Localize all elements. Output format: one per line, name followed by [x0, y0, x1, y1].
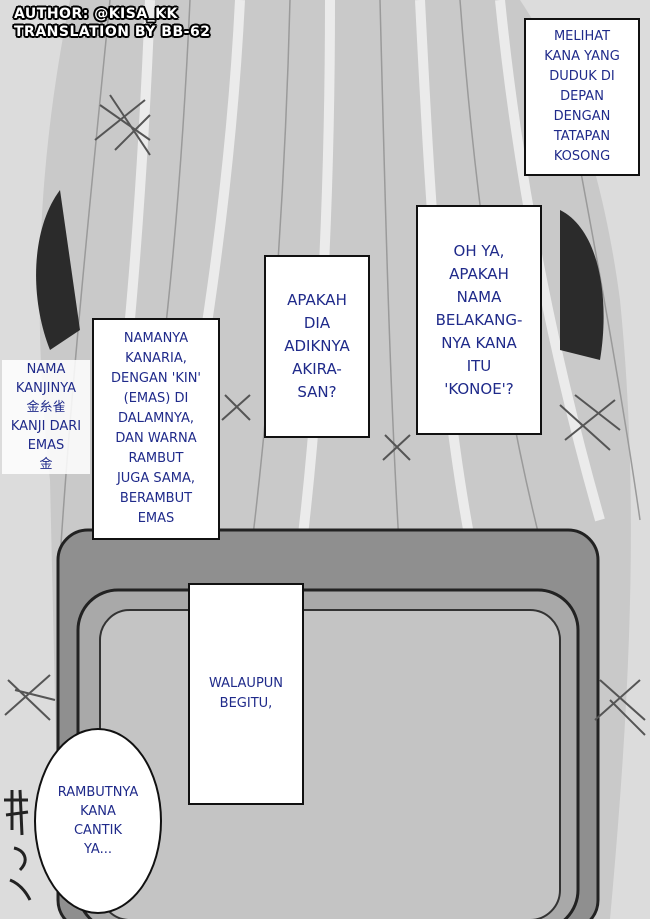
caption-melihat-text: MELIHAT KANA YANG DUDUK DI DEPAN DENGAN …	[544, 29, 620, 164]
speech-bubble: RAMBUTNYA KANA CANTIK YA...	[34, 728, 162, 914]
caption-walaupun-text: WALAUPUN BEGITU,	[208, 676, 284, 711]
caption-apakah-dia: APAKAH DIA ADIKNYA AKIRA- SAN?	[264, 255, 370, 438]
author-credit: AUTHOR: @KISA_KK	[14, 6, 178, 22]
translator-note: NAMA KANJINYA 金糸雀 KANJI DARI EMAS 金	[2, 360, 90, 474]
speech-bubble-text: RAMBUTNYA KANA CANTIK YA...	[57, 785, 139, 857]
translation-credit: TRANSLATION BY BB-62	[14, 24, 211, 40]
caption-oh-ya-text: OH YA, APAKAH NAMA BELAKANG- NYA KANA IT…	[435, 241, 523, 398]
caption-melihat: MELIHAT KANA YANG DUDUK DI DEPAN DENGAN …	[524, 18, 640, 176]
caption-oh-ya: OH YA, APAKAH NAMA BELAKANG- NYA KANA IT…	[416, 205, 542, 435]
caption-namanya: NAMANYA KANARIA, DENGAN 'KIN' (EMAS) DI …	[92, 318, 220, 540]
caption-walaupun: WALAUPUN BEGITU,	[188, 583, 304, 805]
caption-apakah-dia-text: APAKAH DIA ADIKNYA AKIRA- SAN?	[284, 291, 350, 401]
caption-namanya-text: NAMANYA KANARIA, DENGAN 'KIN' (EMAS) DI …	[110, 331, 201, 526]
